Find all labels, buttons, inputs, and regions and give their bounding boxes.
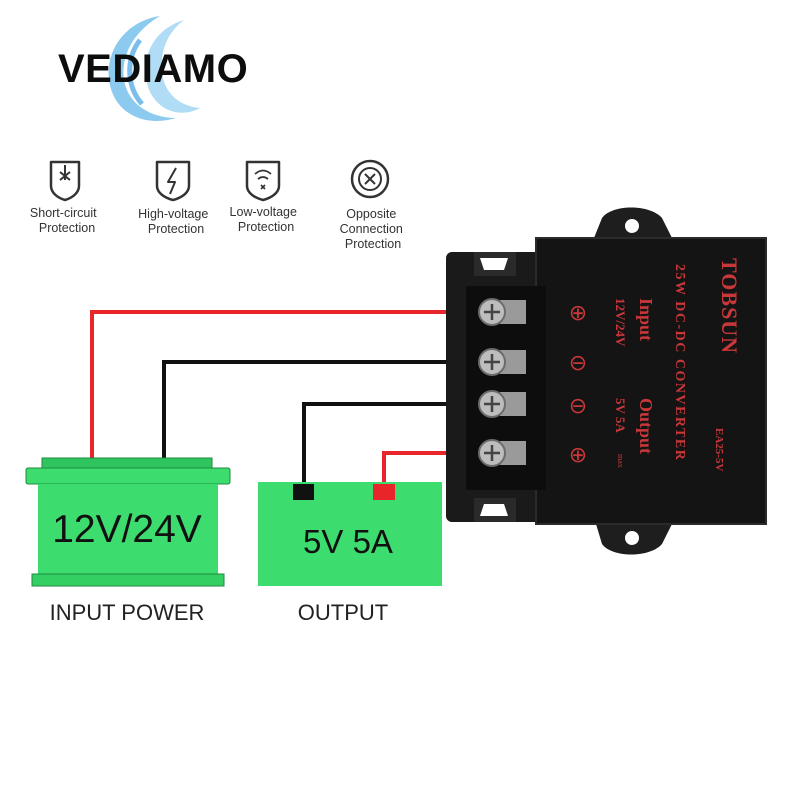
- input-battery: 12V/24V: [25, 457, 231, 587]
- converter-module: ⊕ ⊖ ⊖ ⊕ 25W DC-DC CONVERTER TOBSUN Input…: [446, 207, 767, 555]
- high-voltage-shield-icon: [155, 160, 191, 202]
- output-negative-terminal: [293, 484, 314, 500]
- feature-label-line3: Protection: [345, 237, 401, 251]
- converter-output-suffix: max: [616, 454, 625, 468]
- low-voltage-shield-icon: [245, 160, 281, 202]
- terminal-symbol: ⊕: [569, 300, 587, 325]
- converter-brand: TOBSUN: [717, 258, 742, 354]
- converter-description: 25W DC-DC CONVERTER: [672, 264, 687, 461]
- feature-label-line2: Connection: [340, 222, 403, 236]
- converter-label: 25W DC-DC CONVERTER: [672, 264, 687, 461]
- output-load: 5V 5A: [258, 482, 442, 586]
- feature-opposite-connection: Opposite Connection Protection: [340, 159, 407, 251]
- svg-text:Opposite Connection: Opposite Connection Protection: [340, 207, 407, 251]
- protection-features: Short-circuit Protection High-voltage Pr…: [30, 159, 407, 251]
- feature-label-line1: Opposite: [346, 207, 396, 221]
- feature-label-line1: Short-circuit: [30, 206, 97, 220]
- screw-terminal: [478, 439, 526, 467]
- svg-text:Low-voltage Protection: Low-voltage Protection: [230, 205, 301, 234]
- screw-terminal: [478, 348, 526, 376]
- feature-short-circuit: Short-circuit Protection: [30, 160, 100, 235]
- feature-label-line1: High-voltage: [138, 207, 208, 221]
- converter-output-title: Output: [636, 398, 656, 454]
- svg-text:High-voltage Protectio: High-voltage Protection: [138, 207, 212, 236]
- short-circuit-shield-icon: [49, 160, 81, 202]
- feature-low-voltage: Low-voltage Protection: [230, 160, 301, 234]
- feature-label-line2: Protection: [238, 220, 294, 234]
- converter-output-value: 5V 5A: [613, 398, 628, 433]
- feature-high-voltage: High-voltage Protection: [138, 160, 212, 236]
- converter-input-value: 12V/24V: [613, 298, 628, 347]
- output-caption: OUTPUT: [298, 600, 388, 625]
- input-positive-wire: [90, 310, 478, 462]
- vediamo-logo: VEDIAMO: [58, 16, 248, 121]
- terminal-symbol: ⊖: [569, 393, 587, 418]
- terminal-symbol: ⊕: [569, 442, 587, 467]
- feature-label-line2: Protection: [39, 221, 95, 235]
- terminal-symbol: ⊖: [569, 350, 587, 375]
- output-negative-wire: [302, 402, 478, 488]
- input-negative-wire: [162, 360, 478, 462]
- output-load-label: 5V 5A: [303, 523, 393, 560]
- logo-swoosh-icon: [108, 16, 200, 121]
- feature-label-line2: Protection: [148, 222, 204, 236]
- feature-label-line1: Low-voltage: [230, 205, 297, 219]
- converter-input-title: Input: [636, 298, 656, 341]
- converter-model: EA25-5V: [713, 428, 725, 471]
- input-battery-label: 12V/24V: [52, 508, 202, 551]
- svg-text:Short-circuit Protecti: Short-circuit Protection: [30, 206, 100, 235]
- input-power-caption: INPUT POWER: [50, 600, 205, 625]
- output-positive-terminal: [373, 484, 395, 500]
- logo-text: VEDIAMO: [58, 47, 248, 91]
- screw-terminal: [478, 390, 526, 418]
- screw-terminal: [478, 298, 526, 326]
- opposite-connection-circle-icon: [350, 159, 390, 199]
